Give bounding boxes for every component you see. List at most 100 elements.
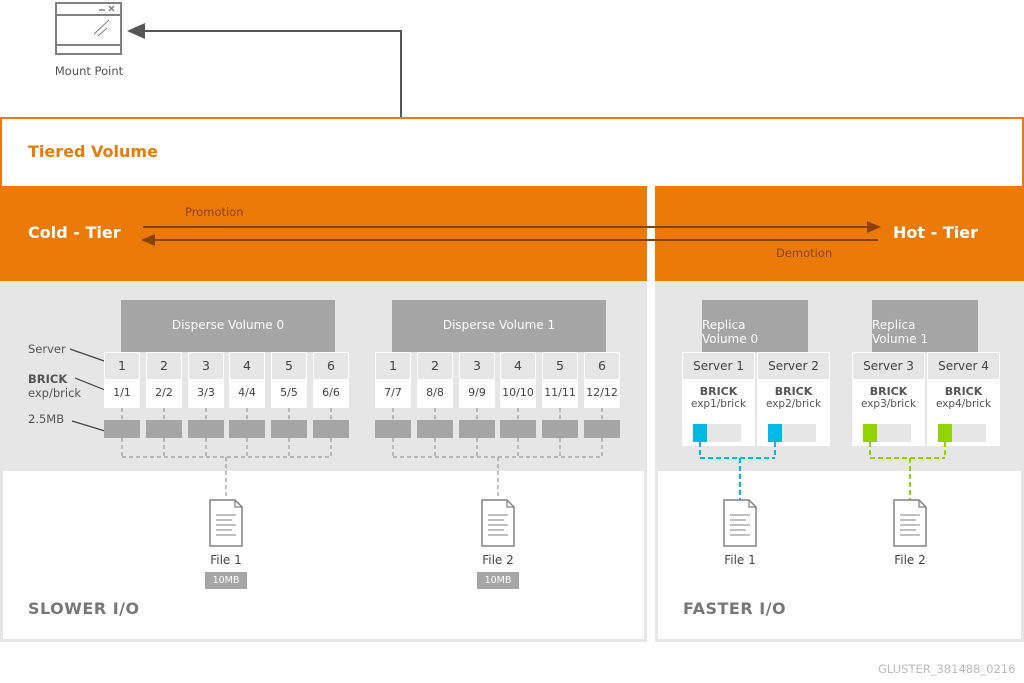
brick-path: 11/11 [544, 386, 576, 399]
replica-connector-lines [699, 442, 946, 500]
data-chunk-block [188, 420, 224, 438]
brick-path: 4/4 [238, 386, 256, 399]
replica-volume-0-title: Replica Volume 0 [702, 300, 808, 352]
brick-column: 6 12/12 [584, 352, 620, 408]
brick-path: 1/1 [113, 386, 131, 399]
data-chunk-block [417, 420, 453, 438]
brick-path: 7/7 [384, 386, 402, 399]
replica-title-line1: Replica [872, 318, 916, 332]
mount-arrow [127, 23, 402, 118]
data-chunk-block [500, 420, 536, 438]
server-name: Server 2 [758, 353, 829, 379]
server-number: 4 [501, 353, 535, 379]
hot-tier-band [655, 186, 1024, 281]
demotion-label: Demotion [776, 246, 833, 260]
data-chunk-block [229, 420, 265, 438]
document-icon [481, 499, 515, 547]
brick-column: 2 8/8 [417, 352, 453, 408]
replica-volume-1-title: Replica Volume 1 [872, 300, 978, 352]
brick-path: 12/12 [586, 386, 618, 399]
brick-path: 6/6 [322, 386, 340, 399]
data-chunk-block [271, 420, 307, 438]
tiered-volume-title: Tiered Volume [28, 142, 158, 161]
brick-storage-bar [863, 424, 911, 442]
document-icon [209, 499, 243, 547]
server-number: 6 [585, 353, 619, 379]
data-chunk-block [584, 420, 620, 438]
server-name: Server 4 [928, 353, 999, 379]
hot-tier-title: Hot - Tier [893, 223, 978, 242]
document-icon [893, 499, 927, 547]
legend-server-label: Server [28, 342, 66, 356]
brick-path: exp2/brick [765, 398, 822, 410]
slower-io-label: SLOWER I/O [28, 599, 140, 618]
mount-point-window-icon [55, 2, 122, 55]
file-label: File 1 [210, 553, 242, 567]
promotion-label: Promotion [185, 205, 244, 219]
brick-path: exp1/brick [690, 398, 747, 410]
promotion-arrowhead-icon [867, 221, 881, 233]
data-chunk-block [313, 420, 349, 438]
brick-column: 5 5/5 [271, 352, 307, 408]
data-chunk-block [146, 420, 182, 438]
brick-storage-bar [693, 424, 741, 442]
tiered-volume-box [0, 117, 1024, 187]
window-icon-glyphs [61, 5, 115, 46]
server-number: 6 [314, 353, 348, 379]
legend-brick-path: exp/brick [28, 386, 82, 400]
demotion-arrowhead-icon [141, 234, 155, 246]
brick-column: 1 1/1 [104, 352, 140, 408]
server-name: Server 3 [853, 353, 924, 379]
mount-arrow-line [142, 30, 402, 118]
data-chunk-block [459, 420, 495, 438]
brick-title: BRICK [774, 385, 813, 398]
brick-title: BRICK [699, 385, 738, 398]
file-label: File 2 [482, 553, 514, 567]
mount-arrowhead-icon [127, 23, 145, 39]
server-number: 2 [418, 353, 452, 379]
replica-title-line2: Volume 1 [872, 332, 929, 346]
brick-path: 8/8 [426, 386, 444, 399]
server-number: 2 [147, 353, 181, 379]
brick-title: BRICK [944, 385, 983, 398]
brick-column: 6 6/6 [313, 352, 349, 408]
server-number: 3 [189, 353, 223, 379]
tier-flow-arrows [141, 221, 881, 246]
server-number: 4 [230, 353, 264, 379]
brick-storage-fill [938, 424, 952, 442]
brick-column: 4 10/10 [500, 352, 536, 408]
hot-tier-files-panel [655, 471, 1024, 642]
brick-storage-bar [938, 424, 986, 442]
brick-path: 10/10 [502, 386, 534, 399]
brick-storage-fill [863, 424, 877, 442]
disperse-volume-title: Disperse Volume 0 [121, 300, 335, 352]
server-number: 1 [105, 353, 139, 379]
file-size-badge: 10MB [205, 572, 247, 589]
brick-path: 5/5 [280, 386, 298, 399]
figure-id-watermark: GLUSTER_381488_0216 [878, 662, 1016, 676]
brick-column: 4 4/4 [229, 352, 265, 408]
brick-path: exp4/brick [935, 398, 992, 410]
file-label: File 1 [724, 553, 756, 567]
cold-tier-band [0, 186, 647, 281]
brick-storage-fill [693, 424, 707, 442]
replica-title-line1: Replica [702, 318, 746, 332]
legend-chunk-size: 2.5MB [28, 412, 65, 426]
data-chunk-block [375, 420, 411, 438]
server-number: 5 [272, 353, 306, 379]
document-icon [723, 499, 757, 547]
faster-io-label: FASTER I/O [683, 599, 787, 618]
brick-path: 9/9 [468, 386, 486, 399]
cold-tier-title: Cold - Tier [28, 223, 121, 242]
legend-brick-title: BRICK [28, 372, 68, 386]
brick-storage-fill [768, 424, 782, 442]
data-chunk-block [104, 420, 140, 438]
